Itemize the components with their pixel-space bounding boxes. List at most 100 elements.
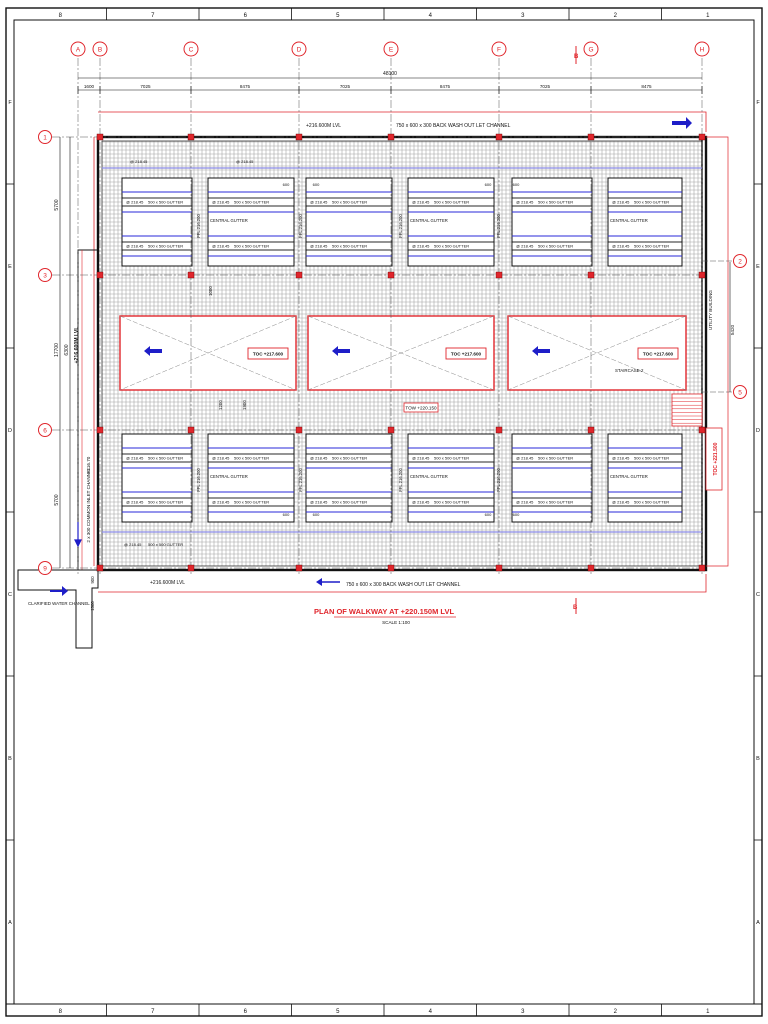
structural-column: [698, 271, 706, 279]
drawing-title: PLAN OF WALKWAY AT +220.150M LVL SCALE 1…: [314, 607, 456, 625]
gutter-size-label: 500 x 500 GUTTER: [634, 200, 669, 205]
grid-bubble-g: [583, 41, 599, 57]
gutter-size-label: 500 x 500 GUTTER: [234, 244, 269, 249]
structural-column: [587, 564, 595, 572]
structural-column: [96, 133, 104, 141]
gutter: [407, 241, 495, 251]
gutter-level-label: @ 218.45: [124, 542, 142, 547]
frame-row-label: D: [756, 428, 760, 434]
walkway-labels: +216.600M LVL 750 x 600 x 300 BACK WASH …: [28, 117, 692, 611]
filter-bed: [305, 177, 393, 267]
grid-bubble-row-1: [38, 130, 52, 144]
frame-col-label: 2: [614, 13, 618, 19]
filter-bed: [407, 177, 495, 267]
gutter: [305, 497, 393, 507]
grid-bubble-right-5: [733, 385, 747, 399]
grid-bubble-f: [491, 41, 507, 57]
gutter-size-label: 500 x 500 GUTTER: [434, 244, 469, 249]
grid-bubble-label: D: [297, 47, 302, 54]
gutter-level-label: @ 218.45: [516, 456, 534, 461]
staircase-label: STAIRCASE-2: [615, 368, 644, 373]
grid-bubble-right-2: [733, 254, 747, 268]
frame-row-label: F: [8, 100, 12, 106]
grid-bubble-row-6: [38, 423, 52, 437]
grid-bubble-b: [92, 41, 108, 57]
filter-bed: [121, 433, 193, 523]
dim-600-label: 600: [283, 182, 290, 187]
dim-1900-label: 1900: [242, 400, 247, 410]
gutter-size-label: 500 x 500 GUTTER: [332, 200, 367, 205]
toc-filter-label: TOC +217.600: [643, 352, 674, 357]
gutter-level-label: @ 218.45: [612, 500, 630, 505]
gutter-size-label: 500 x 500 GUTTER: [148, 200, 183, 205]
gutter: [407, 197, 495, 207]
left-dimensions: 5700 17700 6300 5700: [54, 137, 71, 568]
dim-600-label: 600: [485, 182, 492, 187]
gutter: [407, 453, 495, 463]
left-dim-2: 17700: [54, 343, 60, 357]
structural-column: [187, 564, 195, 572]
gutter-level-label: @ 218.45: [310, 456, 328, 461]
gutter-size-label: 500 x 500 GUTTER: [332, 500, 367, 505]
frame-col-label: 2: [614, 1009, 618, 1015]
gutter-level-label: @ 218.45: [516, 244, 534, 249]
frame-row-label: E: [756, 264, 760, 270]
grid-bubble-label: F: [497, 47, 501, 54]
utility-building-label: UTILITY BUILDING: [708, 290, 713, 330]
structural-column: [698, 426, 706, 434]
ffl-label: FFL 216.200: [298, 468, 303, 492]
dim-600-label: 600: [313, 182, 320, 187]
frame-col-label: 5: [336, 13, 340, 19]
structural-column: [187, 271, 195, 279]
plan-scale: SCALE 1:100: [382, 620, 410, 625]
gutter-size-label: 500 x 500 GUTTER: [434, 200, 469, 205]
structural-column: [387, 271, 395, 279]
gutter-level-label: @ 218.45: [412, 500, 430, 505]
left-level-label: +216.600M LVL: [74, 326, 80, 364]
gutter-size-label: 500 x 500 GUTTER: [538, 200, 573, 205]
flow-arrow-icon: [144, 346, 162, 356]
filter-bed: [511, 177, 593, 267]
left-small-level-label: +216.70: [86, 456, 91, 473]
structural-column: [295, 564, 303, 572]
gutter-level-label: @ 218.45: [612, 456, 630, 461]
gutter: [511, 241, 593, 251]
gutter-level-label: @ 218.45: [412, 456, 430, 461]
grid-bubble-label: 2: [738, 258, 742, 265]
frame-col-label: 7: [151, 1009, 155, 1015]
frame-row-label: D: [8, 428, 12, 434]
ffl-label: FFL 216.200: [496, 468, 501, 492]
left-channel-label: 2 x 300 COMMON INLET CHANNEL: [86, 467, 91, 543]
structural-column: [495, 564, 503, 572]
gutter-level-label: @ 218.45: [612, 200, 630, 205]
plan-title: PLAN OF WALKWAY AT +220.150M LVL: [314, 607, 455, 616]
grid-bubble-c: [183, 41, 199, 57]
central-gutter-label: CENTRAL GUTTER: [210, 474, 248, 479]
ffl-label: FFL 216.200: [398, 468, 403, 492]
dim-600-label: 600: [313, 512, 320, 517]
gutter: [207, 453, 295, 463]
grid-bubble-e: [383, 41, 399, 57]
gutter-level-label: @ 218.45: [412, 244, 430, 249]
structural-column: [387, 133, 395, 141]
frame-col-label: 6: [244, 13, 248, 19]
grid-bubble-label: 6: [43, 427, 47, 434]
gutter: [207, 497, 295, 507]
gutter-level-label: @ 218.45: [516, 200, 534, 205]
gutter-level-label: @ 218.45: [126, 200, 144, 205]
gutter: [407, 497, 495, 507]
filter-bed: [511, 433, 593, 523]
bottom-channel-label: 750 x 600 x 300 BACK WASH OUT LET CHANNE…: [346, 582, 461, 588]
filter-bed: [121, 177, 193, 267]
gutter: [305, 197, 393, 207]
left-dim-1: 5700: [54, 199, 60, 210]
frame-row-label: A: [8, 920, 12, 926]
gutter-size-label: 500 x 500 GUTTER: [148, 456, 183, 461]
gutter: [305, 241, 393, 251]
filter-bed: [607, 177, 683, 267]
